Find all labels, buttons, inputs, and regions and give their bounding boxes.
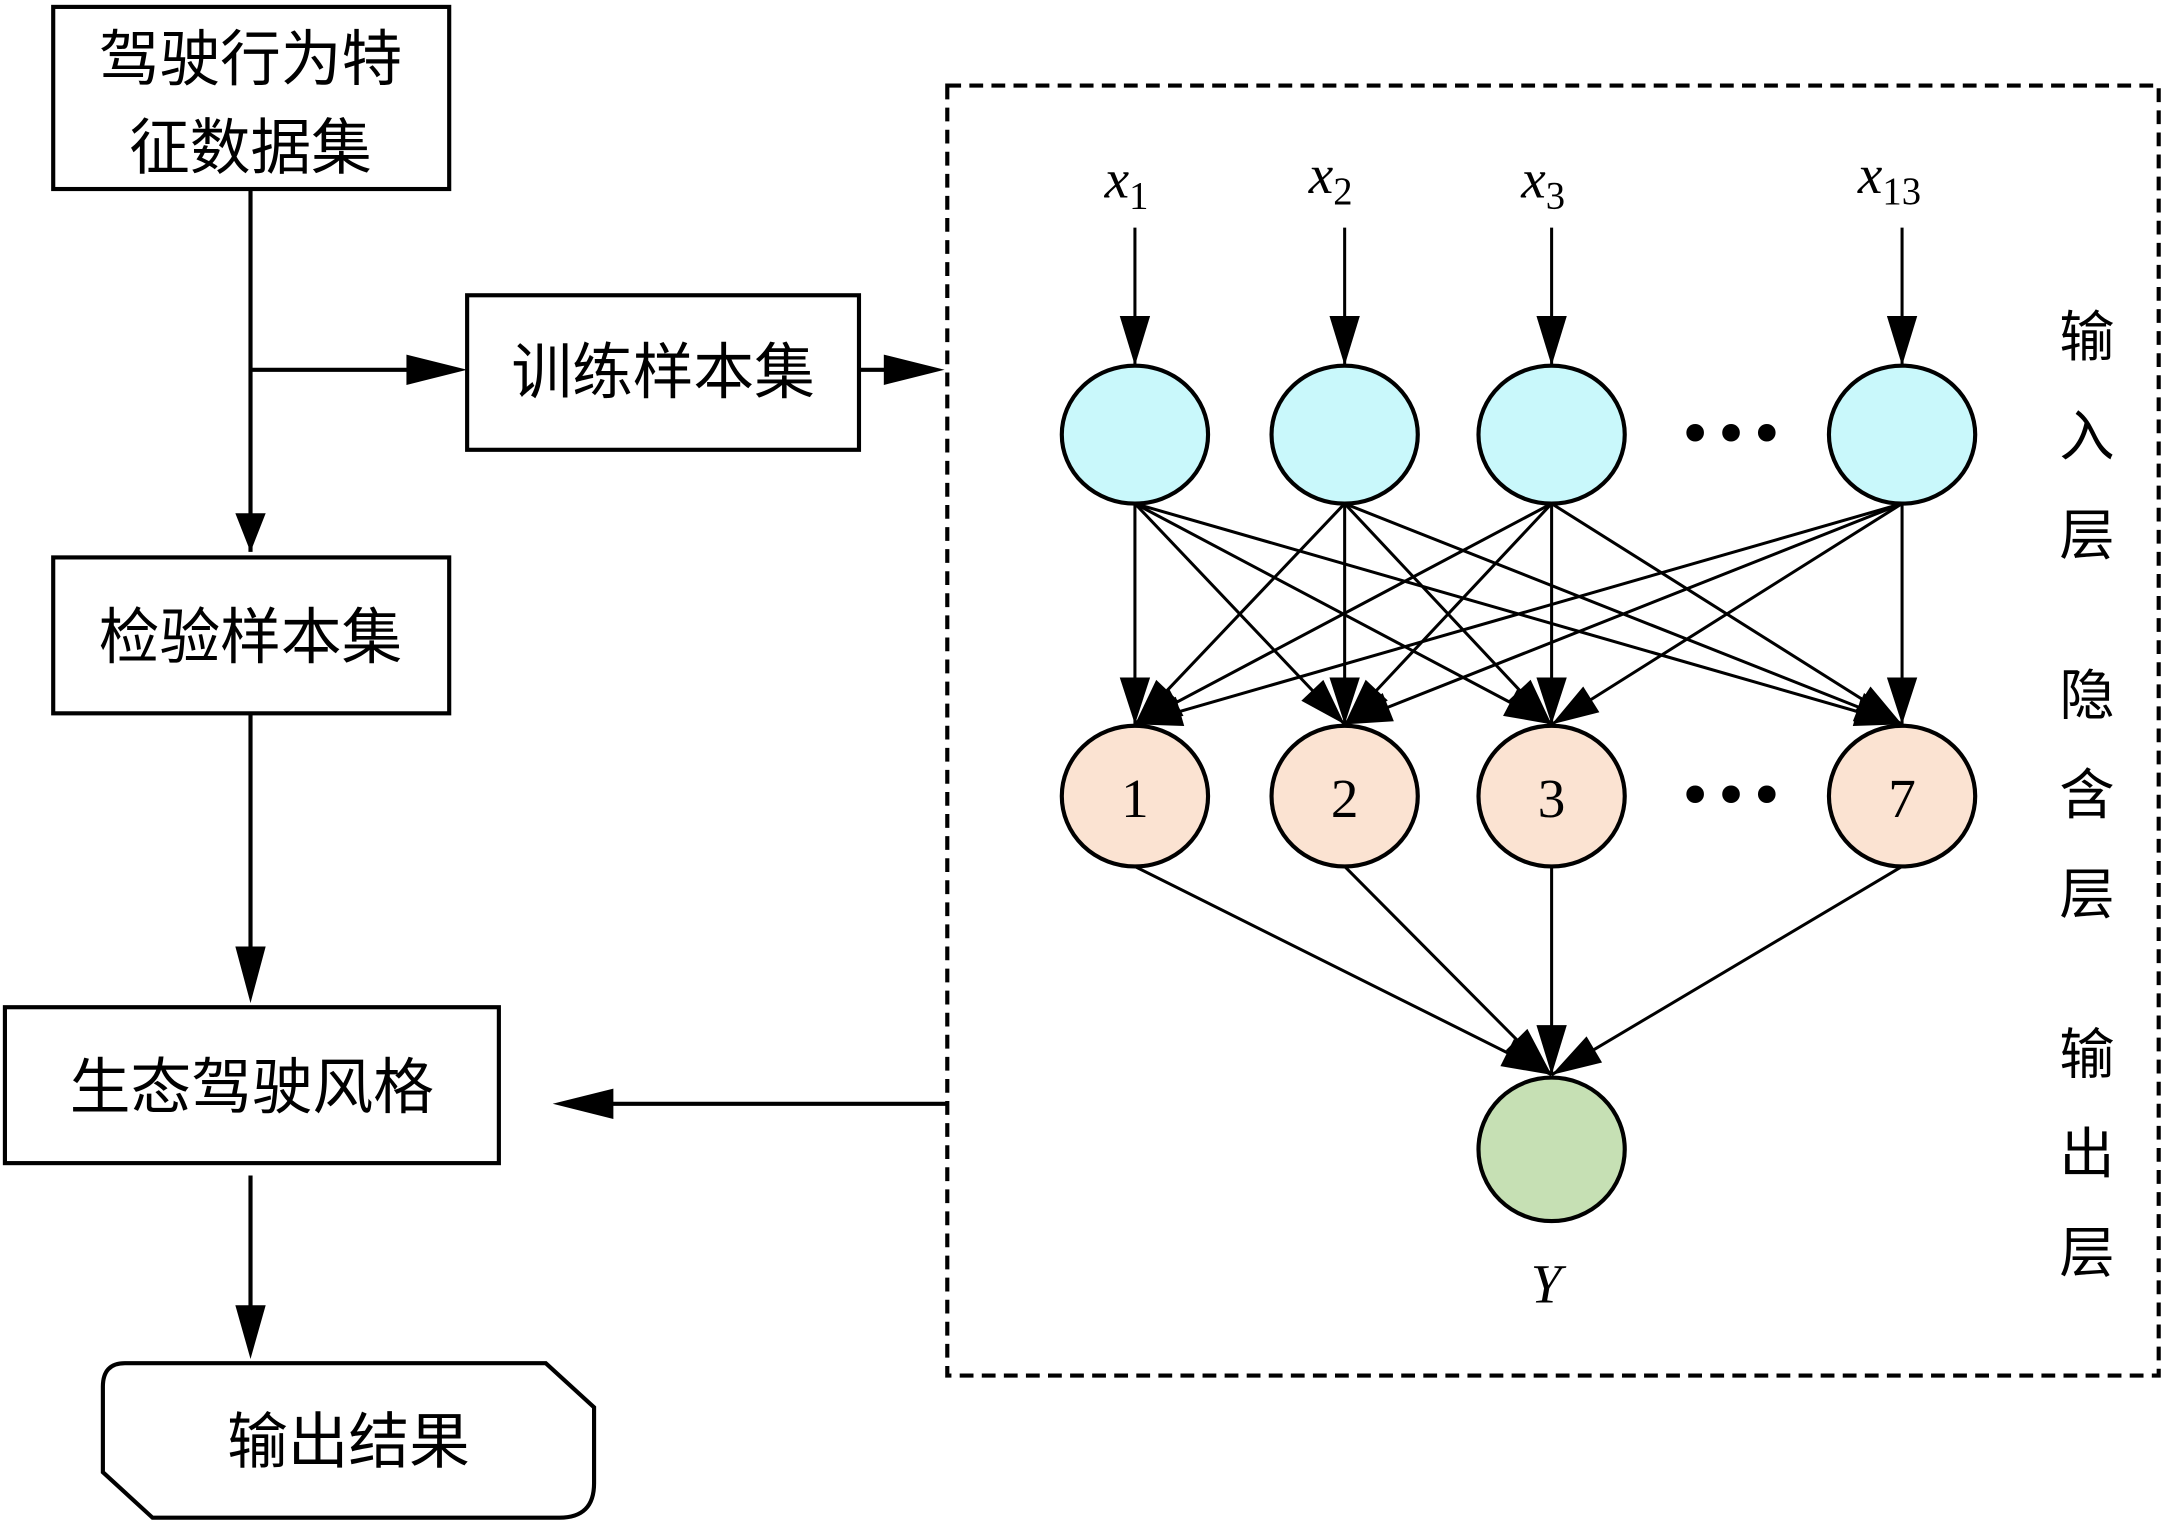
edge-in4-hid2-arrowhead xyxy=(1344,692,1394,725)
edge-in2-hid1 xyxy=(1133,502,1346,726)
hidden-node-1-label: 1 xyxy=(1121,768,1149,829)
arrowhead-to-test xyxy=(235,513,266,552)
dataset-label-line1: 驾驶行为特 xyxy=(99,25,402,95)
svg-text:输: 输 xyxy=(2059,306,2114,370)
training-label: 训练样本集 xyxy=(511,338,814,408)
output-result-terminal: 输出结果 xyxy=(100,1361,597,1520)
input-node-2 xyxy=(1269,363,1420,506)
edge-hid1-out xyxy=(1134,865,1553,1077)
svg-text:层: 层 xyxy=(2059,863,2114,927)
hidden-node-2-label: 2 xyxy=(1331,768,1359,829)
input-node-1 xyxy=(1059,363,1211,506)
hidden-node-1 xyxy=(1059,723,1211,869)
input-node-3 xyxy=(1476,363,1627,506)
arrowhead-to-output xyxy=(235,1305,266,1360)
hidden-node-2 xyxy=(1269,723,1420,869)
test-box: 检验样本集 xyxy=(51,555,452,716)
hidden-node-3 xyxy=(1476,723,1627,869)
edge-in1-hid1-arrowhead xyxy=(1119,677,1151,725)
edge-hid2-out-arrowhead xyxy=(1505,1028,1552,1075)
style-label: 生态驾驶风格 xyxy=(70,1053,434,1123)
edge-in4-hid1 xyxy=(1134,502,1903,726)
edge-in4-hid2 xyxy=(1344,502,1903,726)
edge-in4-hid1-arrowhead xyxy=(1134,696,1185,726)
input-label-x1: x1 xyxy=(1104,148,1149,217)
edge-hid3-out-arrowhead xyxy=(1536,1025,1567,1075)
dataset-box: 驾驶行为特 征数据集 xyxy=(51,4,452,192)
input-arrow-1-arrowhead xyxy=(1119,315,1151,366)
svg-text:出: 出 xyxy=(2059,1123,2114,1187)
arrowhead-network-to-style xyxy=(552,1088,614,1119)
arrowhead-to-training xyxy=(406,354,468,385)
edge-in4-hid3-arrowhead xyxy=(1551,686,1600,725)
edge-in2-hid3-arrowhead xyxy=(1508,679,1552,725)
output-node xyxy=(1476,1075,1627,1224)
svg-text:层: 层 xyxy=(2059,1222,2114,1286)
hidden-node-7-label: 7 xyxy=(1888,768,1916,829)
edge-in2-hid2-arrowhead xyxy=(1329,677,1360,725)
svg-text:入: 入 xyxy=(2059,405,2114,469)
edge-in1-hid2-arrowhead xyxy=(1301,679,1345,725)
test-label: 检验样本集 xyxy=(99,603,402,673)
edge-in3-hid3-arrowhead xyxy=(1536,677,1567,725)
input-arrow-4-arrowhead xyxy=(1886,315,1918,366)
input-label-x13: x13 xyxy=(1857,144,1921,213)
input-arrow-2-arrowhead xyxy=(1329,315,1360,366)
training-box: 训练样本集 xyxy=(465,293,862,452)
svg-text:层: 层 xyxy=(2059,505,2114,569)
arrowhead-to-network xyxy=(883,354,945,385)
hidden-node-7 xyxy=(1826,723,1978,869)
output-label-y: Y xyxy=(1531,1253,1567,1314)
hidden-ellipsis: ••• xyxy=(1677,762,1784,832)
svg-text:隐: 隐 xyxy=(2059,665,2114,729)
edge-in3-hid4-arrowhead xyxy=(1854,686,1903,725)
edge-hid4-out xyxy=(1550,865,1903,1077)
input-ellipsis: ••• xyxy=(1677,400,1784,470)
network-frame xyxy=(945,83,2161,1378)
input-arrow-3-arrowhead xyxy=(1536,315,1567,366)
eco-driving-style-box: 生态驾驶风格 xyxy=(2,1005,501,1166)
hidden-node-3-label: 3 xyxy=(1538,768,1566,829)
arrowhead-to-style xyxy=(235,946,266,1004)
hidden-layer-label: 隐 含 层 xyxy=(2059,665,2114,928)
output-result-label: 输出结果 xyxy=(227,1408,470,1478)
network-edges xyxy=(1119,227,1918,1077)
hidden-layer xyxy=(1059,723,1978,869)
input-label-x3: x3 xyxy=(1520,148,1565,217)
edge-in3-hid2 xyxy=(1343,502,1553,726)
input-layer xyxy=(1059,363,1978,506)
edge-in4-hid3 xyxy=(1550,502,1903,726)
edge-in3-hid1 xyxy=(1134,502,1553,726)
svg-text:含: 含 xyxy=(2059,764,2114,828)
edge-in3-hid2-arrowhead xyxy=(1344,679,1388,725)
edge-hid4-out-arrowhead xyxy=(1551,1036,1603,1075)
edge-in4-hid4-arrowhead xyxy=(1886,677,1918,725)
output-layer-label: 输 出 层 xyxy=(2059,1023,2114,1286)
dataset-label-line2: 征数据集 xyxy=(129,113,372,183)
input-layer-label: 输 入 层 xyxy=(2059,306,2114,569)
svg-text:输: 输 xyxy=(2059,1023,2114,1087)
input-node-13 xyxy=(1826,363,1978,506)
input-label-x2: x2 xyxy=(1308,144,1353,213)
